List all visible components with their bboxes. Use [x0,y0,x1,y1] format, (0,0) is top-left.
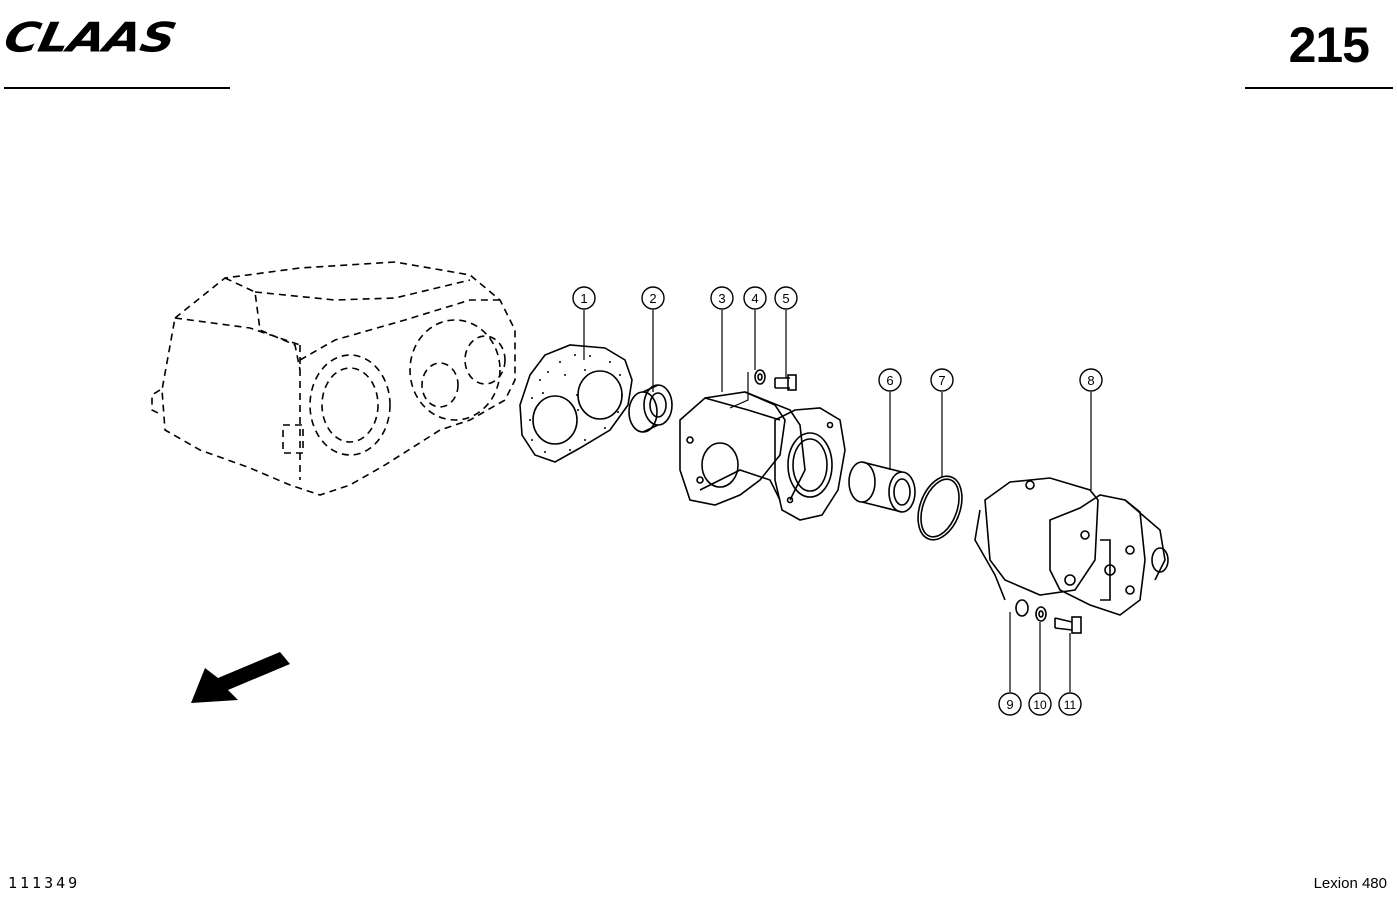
header-rule-right [1245,87,1393,89]
part-1-gasket [519,344,633,463]
svg-text:3: 3 [718,291,725,306]
callout-5: 5 [774,286,798,310]
svg-text:7: 7 [938,373,945,388]
svg-text:9: 9 [1006,697,1013,712]
callout-11: 11 [1058,692,1082,716]
machine-model: Lexion 480 [1313,875,1387,892]
callout-10: 10 [1028,692,1052,716]
callout-1: 1 [572,286,596,310]
callout-6: 6 [878,368,902,392]
svg-text:5: 5 [782,291,789,306]
part-4-washer [754,369,766,385]
svg-text:2: 2 [649,291,656,306]
callout-3: 3 [710,286,734,310]
callout-8: 8 [1079,368,1103,392]
callout-4: 4 [743,286,767,310]
part-8-hydraulic-pump [974,477,1169,616]
svg-text:8: 8 [1087,373,1094,388]
direction-arrow-icon [191,652,290,703]
svg-text:1: 1 [580,291,587,306]
callout-7: 7 [930,368,954,392]
callout-markers: 1 2 3 4 5 6 7 8 9 10 11 [572,286,1103,716]
part-5-bolt [774,374,797,391]
svg-text:11: 11 [1064,698,1077,712]
svg-text:10: 10 [1033,698,1047,712]
gearbox-housing-outline [151,261,516,496]
leader-lines [583,310,1092,692]
drawing-id: 111349 [8,874,81,892]
part-3-adapter-housing [679,391,846,521]
part-11-bolt [1054,616,1082,634]
part-7-o-ring [917,475,963,541]
page-number: 215 [1288,17,1370,73]
part-6-coupling-sleeve [848,461,916,513]
callout-2: 2 [641,286,665,310]
callout-9: 9 [998,692,1022,716]
header-rule-left [4,87,230,89]
svg-text:6: 6 [886,373,893,388]
part-10-washer [1035,606,1047,622]
svg-text:4: 4 [751,291,758,306]
part-9-washer [1015,599,1029,617]
part-2-bearing [628,384,673,433]
